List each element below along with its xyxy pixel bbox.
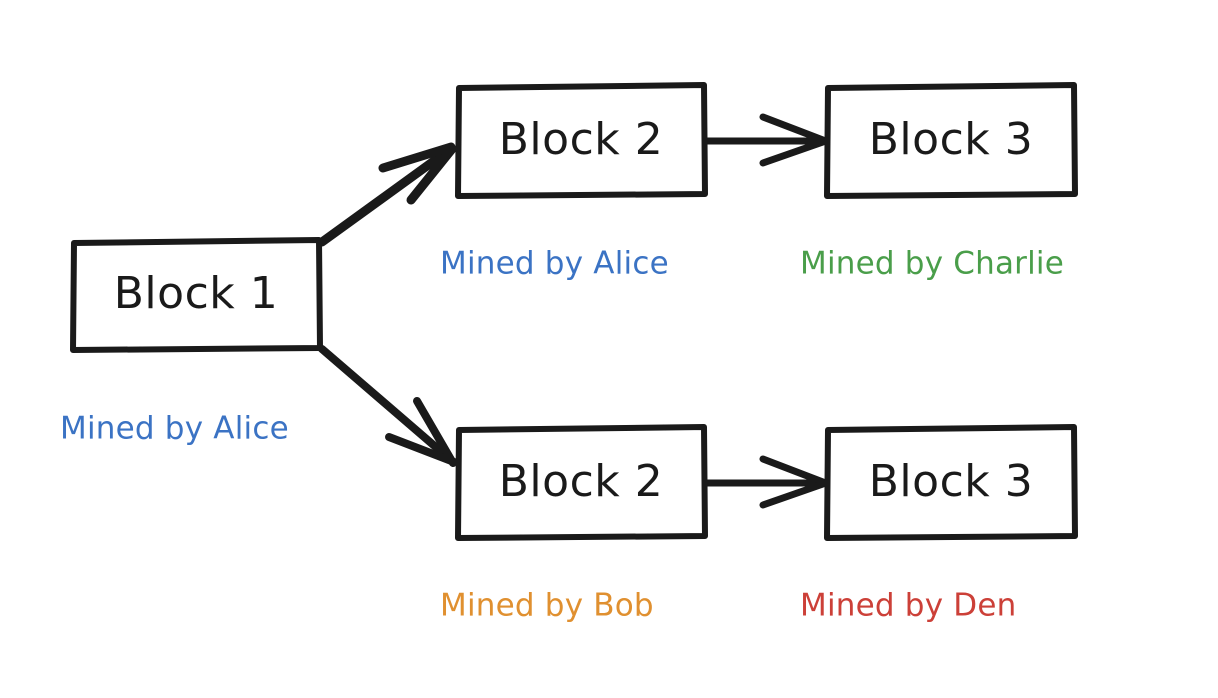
miner-label-fork-top-block3: Mined by Charlie bbox=[800, 246, 1064, 282]
arrow-genesis-to-bottom-block2 bbox=[318, 345, 458, 467]
block-fork-bottom-block3-label: Block 3 bbox=[869, 456, 1033, 507]
block-fork-top-block2-label: Block 2 bbox=[499, 114, 663, 165]
arrow-top-block2-to-block3 bbox=[702, 113, 827, 167]
block-node-fork-top-block3[interactable]: Block 3 bbox=[824, 82, 1078, 199]
block-node-fork-bottom-block2[interactable]: Block 2 bbox=[455, 424, 708, 541]
block-genesis-label: Block 1 bbox=[114, 268, 278, 319]
miner-label-fork-top-block2: Mined by Alice bbox=[440, 246, 669, 282]
miner-label-fork-bottom-block3: Mined by Den bbox=[800, 588, 1016, 624]
arrow-bottom-block2-to-block3 bbox=[702, 455, 827, 509]
miner-label-fork-bottom-block2: Mined by Bob bbox=[440, 588, 654, 624]
block-node-fork-top-block2[interactable]: Block 2 bbox=[455, 82, 708, 199]
arrow-genesis-to-top-block2 bbox=[317, 142, 457, 247]
block-fork-top-block3-label: Block 3 bbox=[869, 114, 1033, 165]
miner-label-genesis: Mined by Alice bbox=[60, 411, 289, 447]
block-fork-bottom-block2-label: Block 2 bbox=[499, 456, 663, 507]
block-node-genesis[interactable]: Block 1 bbox=[70, 237, 323, 353]
block-node-fork-bottom-block3[interactable]: Block 3 bbox=[824, 424, 1078, 541]
